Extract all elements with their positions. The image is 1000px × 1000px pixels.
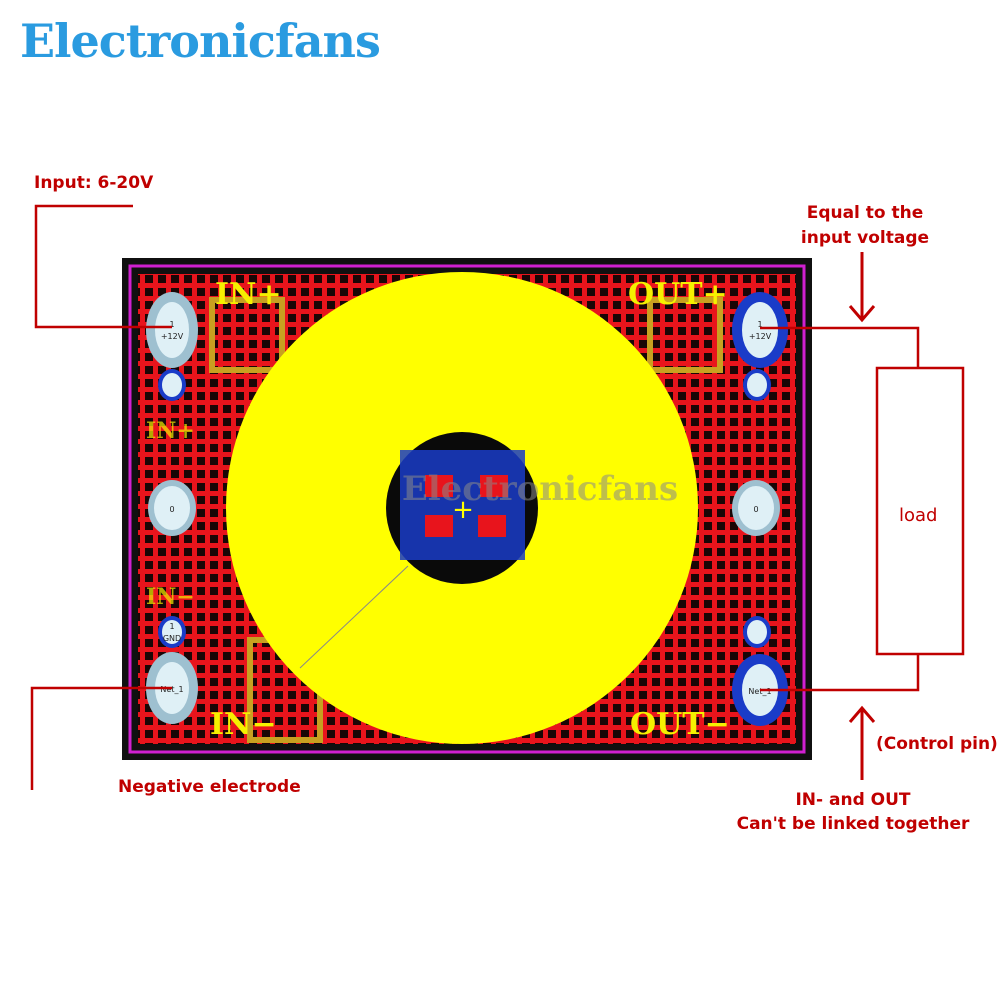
board-outline — [128, 264, 806, 754]
pad-right-2 — [743, 369, 771, 401]
label-warning-1: IN- and OUT — [795, 790, 911, 810]
pad-right-3 — [732, 480, 780, 536]
load-box — [875, 366, 965, 656]
pad-text-1: 1 — [169, 320, 174, 329]
negative-leader — [30, 686, 172, 790]
watermark: Electronicfans — [402, 469, 678, 509]
label-load: load — [899, 505, 938, 526]
pad-text-net-left: Net_1 — [160, 685, 183, 694]
pad-text-12v: +12V — [161, 332, 184, 341]
pad-left-3 — [148, 480, 196, 536]
pad-left-1 — [146, 292, 198, 368]
label-equal-1: Equal to the — [806, 203, 924, 223]
label-in-plus-small: IN+ — [146, 418, 195, 444]
smd-pad-3 — [425, 515, 453, 537]
pad-left-2 — [158, 369, 186, 401]
silk-box-left — [209, 297, 285, 373]
label-in-plus: IN+ — [215, 277, 282, 312]
label-warning-2: Can't be linked together — [736, 814, 970, 834]
label-control-pin: (Control pin) — [876, 734, 998, 754]
pad-text-12v-r: +12V — [749, 332, 772, 341]
pad-right-1 — [732, 292, 788, 368]
label-out-minus: OUT− — [630, 707, 730, 742]
pad-text-gnd: GND — [163, 634, 181, 643]
input-leader — [34, 204, 172, 329]
arrow-control — [848, 705, 876, 780]
pad-text-0-right: 0 — [753, 505, 758, 514]
pad-right-4 — [743, 616, 771, 648]
pad-left-4 — [158, 616, 186, 648]
center-copper — [400, 450, 525, 560]
label-input: Input: 6-20V — [34, 173, 154, 193]
smd-pad-2 — [480, 475, 508, 497]
pad-text-1-r: 1 — [757, 320, 762, 329]
label-in-minus: IN− — [210, 707, 277, 742]
pad-text-1-b: 1 — [169, 622, 174, 631]
label-equal-2: input voltage — [800, 228, 930, 248]
label-negative-electrode: Negative electrode — [118, 777, 301, 797]
arrow-equal — [848, 252, 876, 323]
coil-lead — [299, 565, 409, 669]
smd-pad-1 — [425, 475, 453, 497]
pad-text-net-right: Net_1 — [748, 687, 771, 696]
load-wiring — [760, 326, 920, 692]
smd-pad-4 — [478, 515, 506, 537]
label-out-plus: OUT+ — [628, 277, 728, 312]
center-plus-mark: + — [452, 495, 474, 525]
silk-box-right — [647, 297, 723, 373]
pad-text-0-left: 0 — [169, 505, 174, 514]
brand-logo: Electronicfans — [20, 14, 381, 68]
label-in-minus-small: IN− — [146, 584, 195, 610]
